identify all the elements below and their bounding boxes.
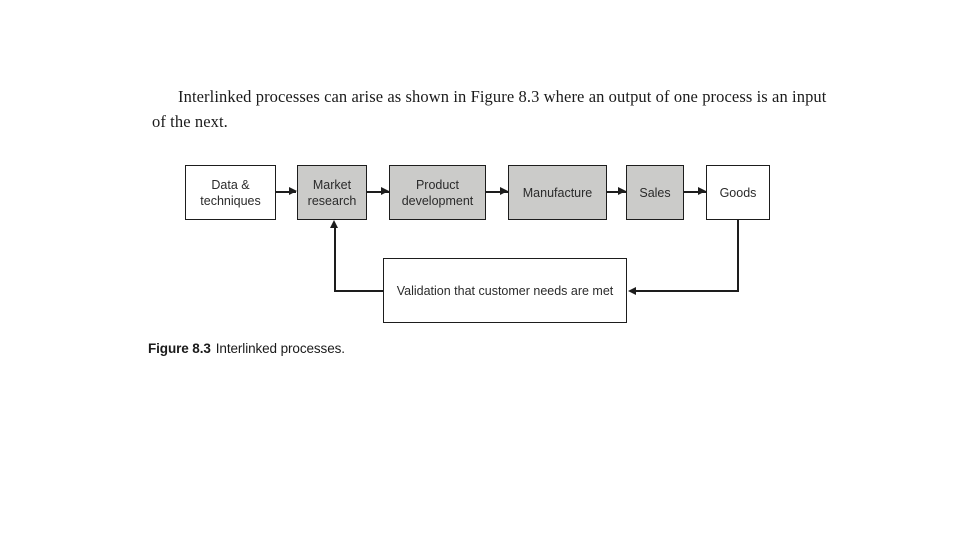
- feedback-line-validation-to-left: [334, 290, 384, 292]
- arrowhead-into-validation: [628, 287, 636, 295]
- process-node-sales[interactable]: Sales: [626, 165, 684, 220]
- feedback-line-up-to-market: [334, 228, 336, 291]
- connector-market-to-product: [367, 191, 389, 193]
- process-node-label: Product development: [401, 177, 474, 208]
- process-node-label: Goods: [719, 185, 757, 200]
- process-node-label: Sales: [639, 185, 671, 200]
- arrowhead-manufacture-to-sales: [618, 187, 626, 195]
- connector-sales-to-goods: [684, 191, 706, 193]
- arrowhead-sales-to-goods: [698, 187, 706, 195]
- process-node-market-research[interactable]: Market research: [297, 165, 367, 220]
- feedback-node-validation[interactable]: Validation that customer needs are met: [383, 258, 627, 323]
- process-node-label: Data & techniques: [200, 177, 261, 208]
- process-node-product-development[interactable]: Product development: [389, 165, 486, 220]
- figure-caption: Figure 8.3 Interlinked processes.: [148, 341, 345, 356]
- feedback-node-label: Validation that customer needs are met: [396, 283, 614, 298]
- arrowhead-data-to-market: [289, 187, 297, 195]
- arrowhead-into-market-research: [329, 220, 338, 228]
- connector-manufacture-to-sales: [607, 191, 626, 193]
- process-node-manufacture[interactable]: Manufacture: [508, 165, 607, 220]
- process-node-goods[interactable]: Goods: [706, 165, 770, 220]
- connector-data-to-market: [276, 191, 296, 193]
- caption-text: Interlinked processes.: [215, 341, 345, 356]
- caption-label: Figure 8.3: [148, 341, 211, 356]
- feedback-line-goods-down: [737, 220, 739, 292]
- connector-product-to-manufacture: [486, 191, 508, 193]
- body-paragraph: Interlinked processes can arise as shown…: [152, 84, 832, 134]
- paragraph-text: Interlinked processes can arise as shown…: [152, 87, 827, 131]
- arrowhead-market-to-product: [381, 187, 389, 195]
- process-node-label: Manufacture: [522, 185, 593, 200]
- process-node-data-techniques[interactable]: Data & techniques: [185, 165, 276, 220]
- arrowhead-product-to-manufacture: [500, 187, 508, 195]
- process-node-label: Market research: [307, 177, 357, 208]
- feedback-line-goods-to-validation: [636, 290, 738, 292]
